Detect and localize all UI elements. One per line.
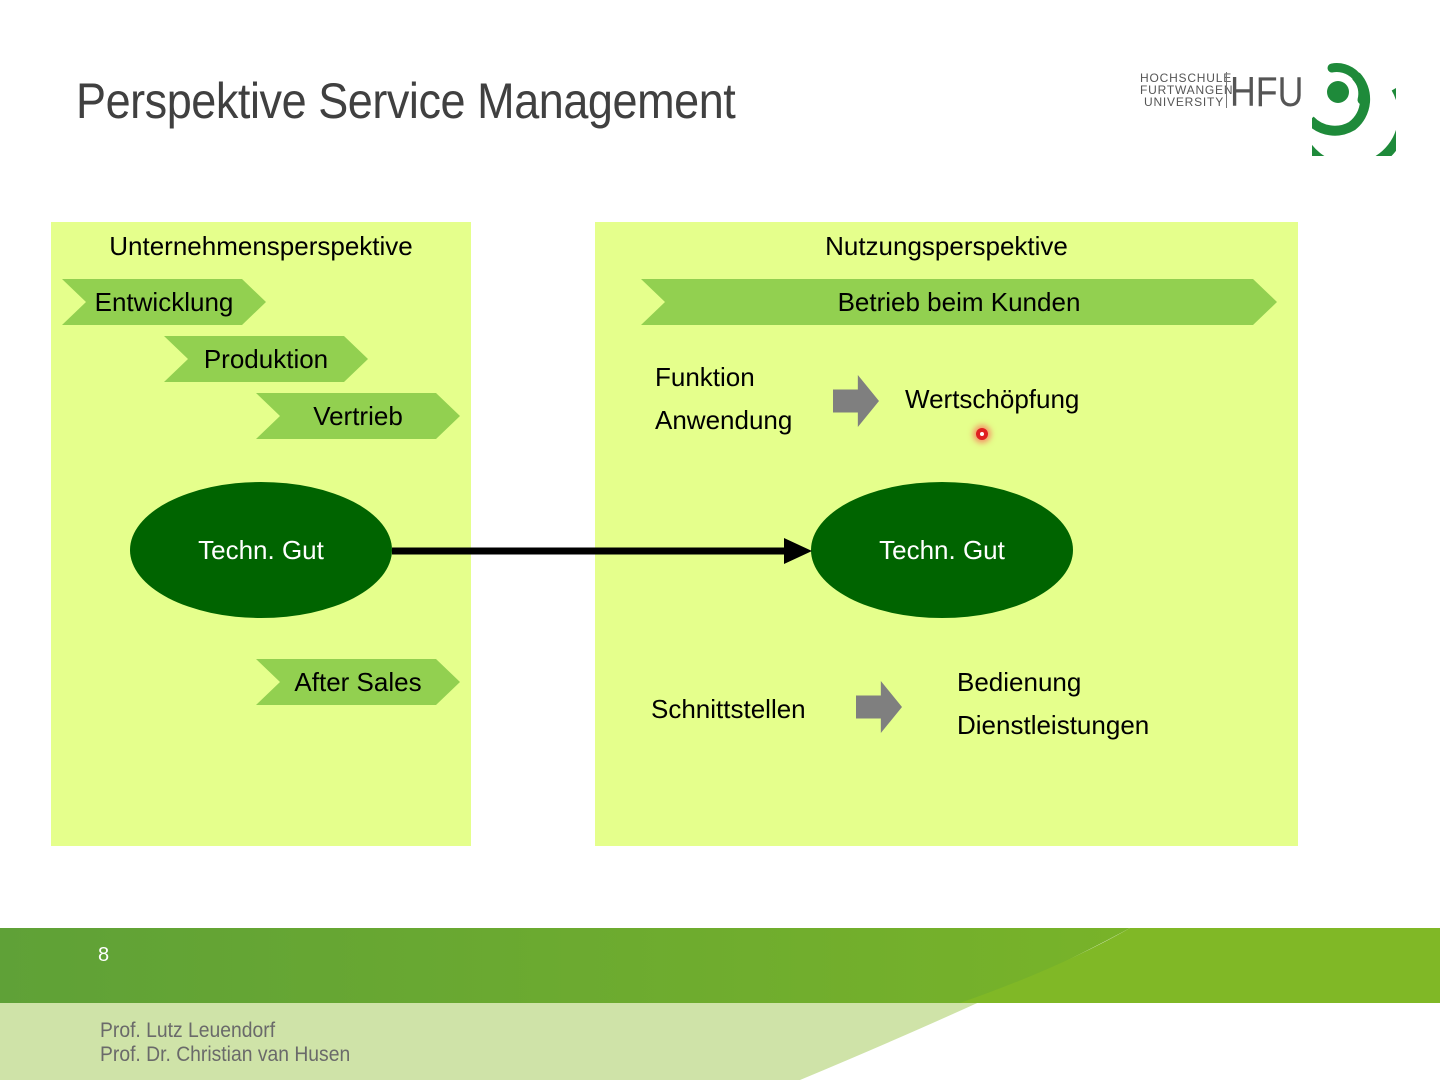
page-number: 8	[98, 944, 110, 966]
logo-line-2: FURTWANGEN	[1140, 83, 1234, 97]
step-sales: Vertrieb	[256, 393, 460, 439]
operation-banner: Betrieb beim Kunden	[641, 279, 1277, 325]
application-label: Anwendung	[655, 405, 793, 435]
banner-label: Betrieb beim Kunden	[837, 286, 1081, 317]
laser-pointer-icon	[976, 428, 988, 440]
step-development: Entwicklung	[62, 279, 266, 325]
services-label: Dienstleistungen	[957, 710, 1150, 740]
value-creation-label: Wertschöpfung	[905, 384, 1080, 414]
logo-line-1: HOCHSCHULE	[1140, 71, 1233, 85]
author-2: Prof. Dr. Christian van Husen	[100, 1043, 351, 1066]
footer-band	[0, 928, 1440, 1080]
technical-good-node-right: Techn. Gut	[811, 482, 1073, 618]
author-1: Prof. Lutz Leuendorf	[100, 1019, 276, 1042]
node-label: Techn. Gut	[198, 534, 324, 565]
logo-separator	[1226, 72, 1227, 108]
step-production: Produktion	[164, 336, 368, 382]
node-label: Techn. Gut	[879, 534, 1005, 565]
logo-line-3: UNIVERSITY	[1143, 95, 1224, 109]
company-perspective-heading: Unternehmensperspektive	[109, 231, 413, 261]
step-label: Produktion	[203, 343, 329, 374]
step-label: After Sales	[294, 666, 422, 697]
technical-good-node-left: Techn. Gut	[130, 482, 392, 618]
step-label: Vertrieb	[313, 400, 403, 431]
usage-perspective-heading: Nutzungsperspektive	[825, 231, 1068, 261]
slide-title: Perspektive Service Management	[76, 73, 736, 129]
step-after-sales: After Sales	[256, 659, 460, 705]
logo-abbreviation: HFU	[1230, 68, 1304, 115]
step-label: Entwicklung	[94, 286, 234, 317]
hfu-logo-icon	[1312, 63, 1396, 156]
logo-text: HOCHSCHULE FURTWANGEN UNIVERSITY	[1140, 71, 1234, 109]
operation-service-label: Bedienung	[957, 667, 1082, 697]
transfer-arrow	[392, 538, 812, 564]
function-label: Funktion	[655, 362, 755, 392]
interfaces-label: Schnittstellen	[651, 694, 806, 724]
university-logo: HOCHSCHULE FURTWANGEN UNIVERSITY HFU	[1136, 60, 1396, 156]
